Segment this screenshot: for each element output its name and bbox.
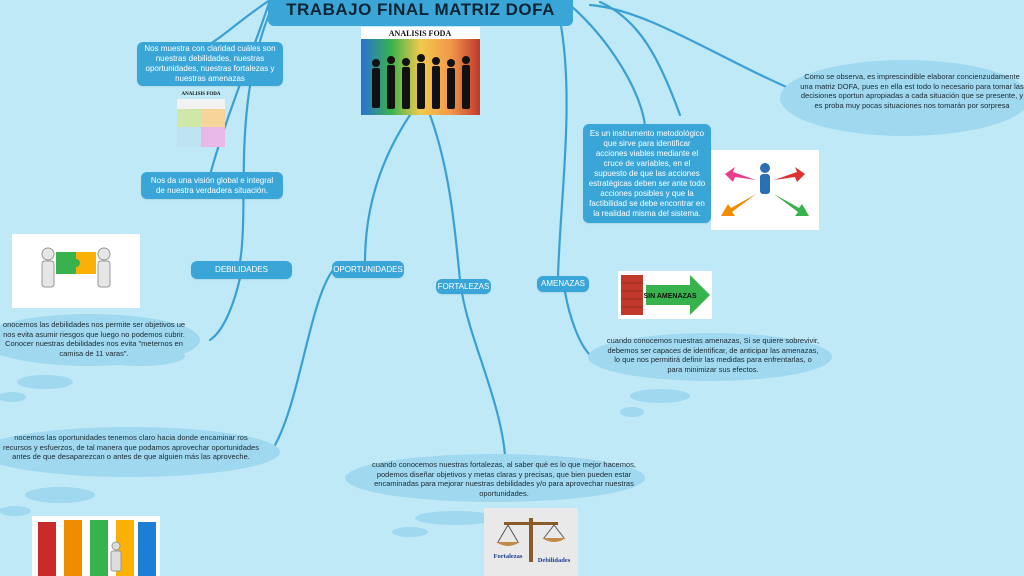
branch-amenazas-label: AMENAZAS — [541, 279, 586, 288]
note-claridad-text: Nos muestra con claridad cuáles son nues… — [144, 44, 276, 83]
cloud-fortalezas[interactable]: cuando conocemos nuestras fortalezas, al… — [370, 460, 638, 498]
cloud-amenazas-text: cuando conocemos nuestras amenazas, Si s… — [606, 336, 820, 374]
foda-matrix-image: ANALISIS FODA — [175, 89, 227, 149]
sin-amenazas-label: SIN AMENAZAS — [643, 293, 696, 300]
matrix-image-title: ANALISIS FODA — [181, 92, 220, 97]
doors-image — [32, 516, 160, 576]
note-vision[interactable]: Nos da una visión global e integral de n… — [141, 172, 283, 199]
scale-left-label: Fortalezas — [494, 553, 523, 560]
main-topic-node[interactable]: TRABAJO FINAL MATRIZ DOFA — [268, 0, 573, 26]
sin-amenazas-illustration: SIN AMENAZAS — [621, 275, 710, 315]
balance-scale-image: Fortalezas Debilidades — [484, 508, 578, 576]
foda-matrix-illustration: ANALISIS FODA — [177, 92, 225, 147]
sin-amenazas-image: SIN AMENAZAS — [618, 271, 712, 319]
foda-image-title: ANALISIS FODA — [389, 29, 452, 38]
foda-team-image: ANALISIS FODA — [361, 27, 480, 115]
branch-fortalezas-label: FORTALEZAS — [437, 281, 490, 291]
balance-scale-illustration: Fortalezas Debilidades — [494, 518, 571, 564]
puzzle-image — [12, 234, 140, 308]
cloud-debilidades[interactable]: onocemos las debilidades nos permite ser… — [0, 320, 188, 358]
cloud-debilidades-text: onocemos las debilidades nos permite ser… — [2, 320, 186, 358]
branch-debilidades-label: DEBILIDADES — [215, 265, 268, 274]
branch-oportunidades[interactable]: OPORTUNIDADES — [332, 261, 404, 278]
branch-oportunidades-label: OPORTUNIDADES — [333, 264, 403, 274]
cloud-fortalezas-text: cuando conocemos nuestras fortalezas, al… — [372, 460, 636, 498]
main-topic-title: TRABAJO FINAL MATRIZ DOFA — [286, 0, 555, 19]
arrows-illustration — [721, 163, 809, 216]
note-instrumento[interactable]: Es un instrumento metodológico que sirve… — [583, 124, 711, 223]
puzzle-illustration — [41, 247, 111, 288]
branch-fortalezas[interactable]: FORTALEZAS — [436, 279, 491, 294]
team-silhouettes-illustration: ANALISIS FODA — [361, 29, 480, 115]
cloud-conclusion[interactable]: Como se observa, es imprescindible elabo… — [800, 72, 1024, 110]
doors-illustration — [38, 520, 156, 576]
cloud-amenazas[interactable]: cuando conocemos nuestras amenazas, Si s… — [606, 336, 820, 374]
note-instrumento-text: Es un instrumento metodológico que sirve… — [588, 128, 706, 218]
scale-right-label: Debilidades — [538, 557, 571, 564]
note-vision-text: Nos da una visión global e integral de n… — [150, 175, 274, 195]
strategy-arrows-image — [711, 150, 819, 230]
cloud-oportunidades-text: nocemos las oportunidades tenemos claro … — [3, 433, 259, 461]
cloud-oportunidades[interactable]: nocemos las oportunidades tenemos claro … — [0, 433, 262, 462]
note-claridad[interactable]: Nos muestra con claridad cuáles son nues… — [137, 42, 283, 86]
branch-amenazas[interactable]: AMENAZAS — [537, 276, 589, 292]
cloud-conclusion-text: Como se observa, es imprescindible elabo… — [800, 72, 1024, 110]
branch-debilidades[interactable]: DEBILIDADES — [191, 261, 292, 279]
